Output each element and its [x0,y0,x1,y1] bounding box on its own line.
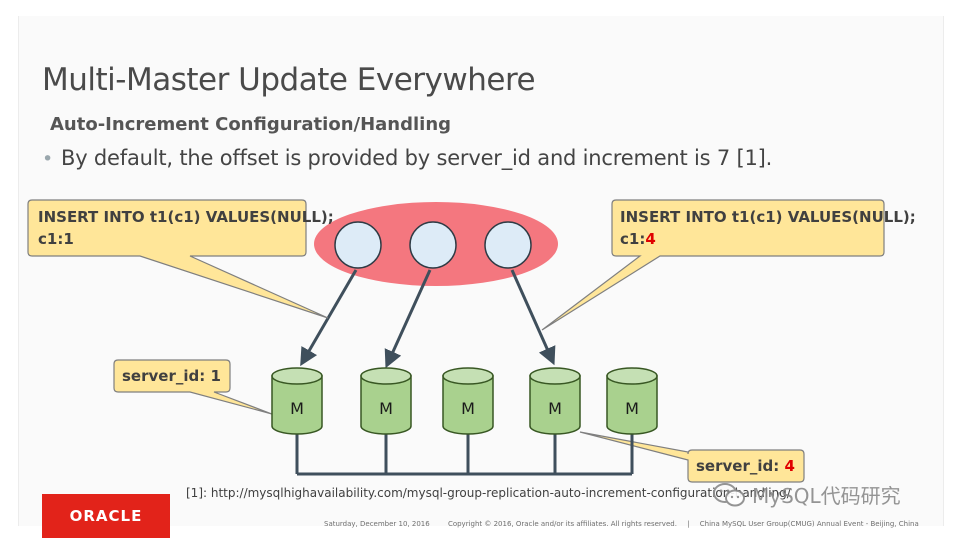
bullet-point: • By default, the offset is provided by s… [42,146,772,170]
callout-right-insert-line1: INSERT INTO t1(c1) VALUES(NULL); [620,208,916,226]
right-server-id-value: 4 [784,457,795,475]
callout-right-insert-line2: c1:4 [620,230,656,248]
cylinder-top [360,367,412,385]
cylinder-top [529,367,581,385]
footer-event: China MySQL User Group(CMUG) Annual Even… [699,520,919,528]
watermark: MySQL代码研究 [712,480,901,509]
callout-left-insert: INSERT INTO t1(c1) VALUES(NULL); c1:1 [38,206,334,250]
cylinder-body [606,375,658,435]
master-node-2: M [360,367,412,435]
callout-left-insert-line2: c1:1 [38,230,74,248]
callout-right-server: server_id: 4 [696,457,795,475]
watermark-text: MySQL代码研究 [752,484,901,508]
master-node-label: M [379,399,393,418]
wechat-icon [712,482,746,508]
cylinder-body [529,375,581,435]
master-node-label: M [290,399,304,418]
reference-link[interactable]: [1]: http://mysqlhighavailability.com/my… [186,486,791,500]
cylinder-top [606,367,658,385]
callout-left-insert-box [27,199,329,319]
slide-subtitle: Auto-Increment Configuration/Handling [50,114,452,135]
callout-left-server-box [113,359,273,415]
bullet-dot-icon: • [42,148,54,170]
footer-copyright: Copyright © 2016, Oracle and/or its affi… [447,520,677,528]
client-node-1 [334,221,382,269]
cylinder-body [271,375,323,435]
replication-bus [295,434,634,476]
callout-right-server-box [579,431,805,483]
footer-date: Saturday, December 10, 2016 [324,520,430,528]
callout-left-server: server_id: 1 [122,367,221,385]
master-node-3: M [442,367,494,435]
bullet-text: By default, the offset is provided by se… [61,146,773,170]
cylinder-top [271,367,323,385]
client-node-3 [484,221,532,269]
master-node-5: M [606,367,658,435]
right-c1-value: 4 [645,230,656,248]
callout-right-insert-box [541,199,885,331]
master-node-1: M [271,367,323,435]
arrow-client1-to-master1 [300,269,358,367]
cylinder-top [442,367,494,385]
footer: Saturday, December 10, 2016 Copyright © … [324,520,919,528]
arrow-client3-to-master4 [510,269,556,366]
master-node-label: M [461,399,475,418]
oracle-logo: ORACLE [42,494,170,538]
callout-right-insert: INSERT INTO t1(c1) VALUES(NULL); c1:4 [620,206,916,250]
master-node-label: M [548,399,562,418]
master-node-4: M [529,367,581,435]
client-node-2 [409,221,457,269]
cylinder-body [442,375,494,435]
footer-separator: | [687,520,690,528]
slide-title: Multi-Master Update Everywhere [42,62,536,98]
left-c1-value: 1 [63,230,74,248]
cylinder-body [360,375,412,435]
arrow-client2-to-master2 [384,269,432,369]
master-node-label: M [625,399,639,418]
left-server-id-value: 1 [210,367,221,385]
callout-left-insert-line1: INSERT INTO t1(c1) VALUES(NULL); [38,208,334,226]
